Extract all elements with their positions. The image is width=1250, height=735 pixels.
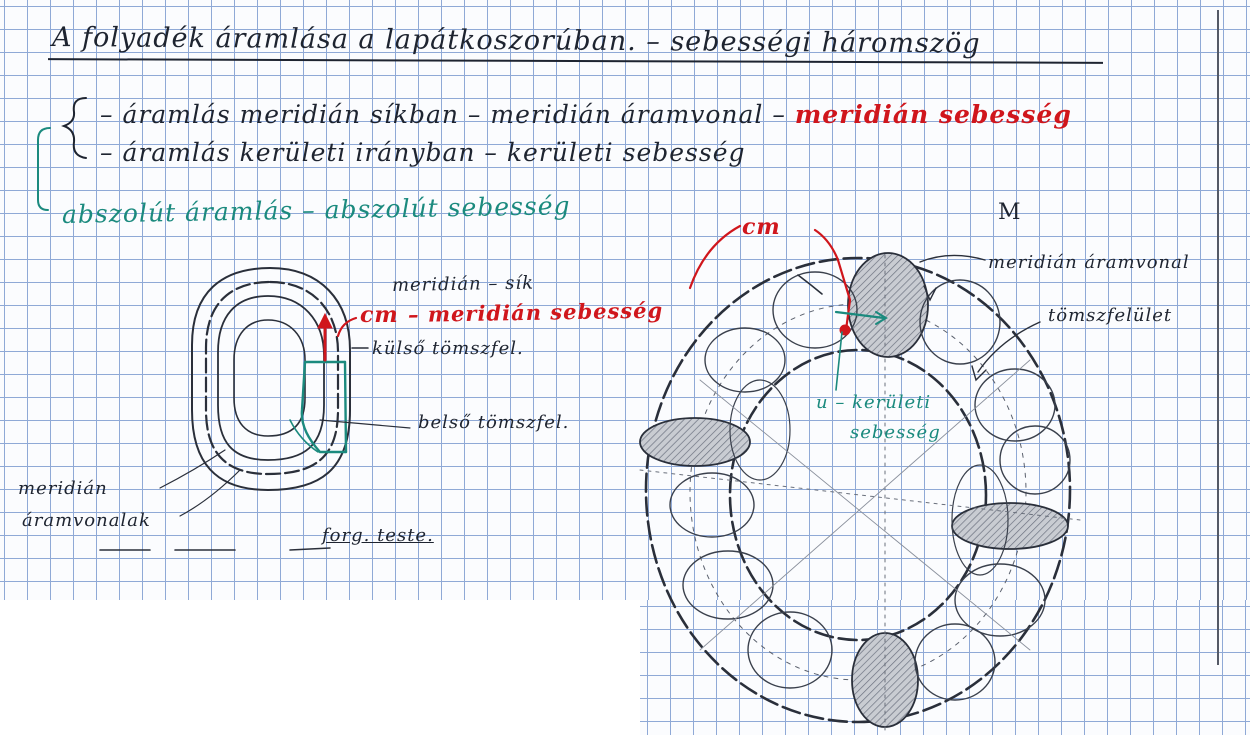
- label-outer-surface: külső tömszfel.: [372, 338, 524, 359]
- brackets: [38, 98, 86, 210]
- label-cm-right: cm: [742, 214, 781, 240]
- label-u: u – kerületi: [816, 392, 931, 413]
- label-M: M: [998, 200, 1022, 225]
- label-meridian-line: meridián áramvonal: [988, 252, 1190, 273]
- label-inner-surface: belső tömszfel.: [418, 412, 569, 433]
- right-sketch: [640, 226, 1080, 735]
- label-body: forg. teste.: [322, 525, 434, 546]
- label-surface: tömszfelület: [1048, 305, 1172, 326]
- label-cm-desc: – meridián sebesség: [408, 298, 664, 327]
- label-meridian-lines-1: meridián: [18, 478, 108, 499]
- label-meridian-plane: meridián – sík: [392, 273, 534, 296]
- label-u2: sebesség: [850, 422, 941, 443]
- label-meridian-lines-2: áramvonalak: [22, 510, 151, 531]
- label-cm-left: cm: [360, 302, 399, 328]
